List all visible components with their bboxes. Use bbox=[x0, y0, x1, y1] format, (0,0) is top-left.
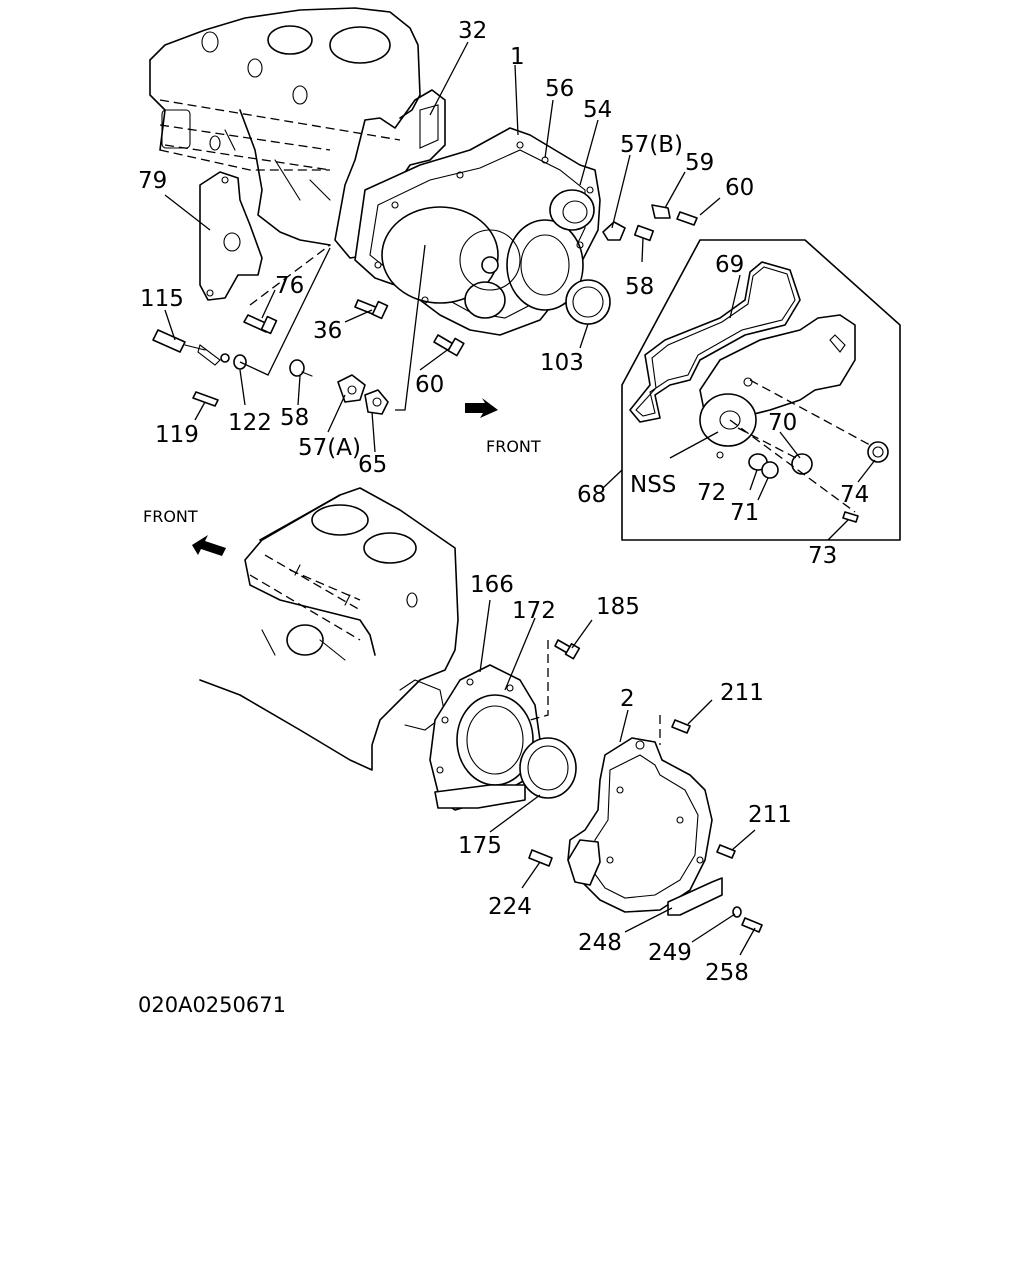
front-arrow-lower bbox=[192, 535, 226, 556]
cover-plate-248 bbox=[667, 877, 723, 916]
callout-1: 1 bbox=[510, 44, 525, 70]
callout-73: 73 bbox=[808, 543, 837, 569]
diagram-code: 020A0250671 bbox=[138, 993, 286, 1017]
oil-seal-103 bbox=[565, 279, 611, 325]
callout-54: 54 bbox=[583, 97, 612, 123]
bolt-211-upper bbox=[671, 719, 691, 734]
washer-249 bbox=[732, 906, 742, 918]
bolt-60-upper bbox=[676, 211, 698, 226]
callout-65: 65 bbox=[358, 452, 387, 478]
rear-oil-seal-retainer-166 bbox=[429, 664, 541, 811]
leader-lines bbox=[164, 41, 876, 956]
callout-103: 103 bbox=[540, 350, 584, 376]
bolt-76 bbox=[243, 314, 278, 335]
callout-74: 74 bbox=[840, 482, 869, 508]
callout-72: 72 bbox=[697, 480, 726, 506]
callout-258: 258 bbox=[705, 960, 749, 986]
callout-57b: 57(B) bbox=[620, 132, 683, 158]
guide-line bbox=[395, 244, 426, 411]
callout-175: 175 bbox=[458, 833, 502, 859]
bolt-60-lower bbox=[433, 334, 465, 357]
gasket-65 bbox=[364, 389, 389, 415]
oil-pump-inset-68 bbox=[621, 239, 901, 541]
plug-58-right bbox=[633, 224, 655, 242]
part-number-labels: 32 1 56 54 57(B) 59 60 58 103 79 76 36 6… bbox=[138, 18, 869, 1017]
lower-engine-block-outline bbox=[199, 487, 459, 771]
stud-224 bbox=[528, 849, 553, 867]
callout-2: 2 bbox=[620, 686, 635, 712]
callout-36: 36 bbox=[313, 318, 342, 344]
cover-57a bbox=[337, 374, 366, 403]
callout-76: 76 bbox=[275, 273, 304, 299]
front-arrow-upper bbox=[465, 398, 498, 418]
callout-79: 79 bbox=[138, 168, 167, 194]
clip-59 bbox=[651, 204, 671, 219]
sensor-115 bbox=[152, 329, 230, 366]
bolt-258 bbox=[741, 917, 763, 933]
callout-166: 166 bbox=[470, 572, 514, 598]
callout-68: 68 bbox=[577, 482, 606, 508]
upper-engine-block-outline bbox=[149, 7, 421, 246]
bolt-211-lower bbox=[716, 844, 736, 859]
guide-line bbox=[529, 640, 549, 721]
front-timing-case-1 bbox=[354, 127, 601, 336]
front-label-upper: FRONT bbox=[486, 437, 541, 456]
callout-60-lower: 60 bbox=[415, 372, 444, 398]
callout-211-upper: 211 bbox=[720, 680, 764, 706]
callout-249: 249 bbox=[648, 940, 692, 966]
plug-58-left bbox=[289, 359, 313, 377]
callout-32: 32 bbox=[458, 18, 487, 44]
oil-seal-175 bbox=[519, 737, 577, 799]
callout-58-left: 58 bbox=[280, 405, 309, 431]
callout-nss: NSS bbox=[630, 472, 676, 498]
bolt-36 bbox=[354, 299, 389, 320]
callout-119: 119 bbox=[155, 422, 199, 448]
callout-122: 122 bbox=[228, 410, 272, 436]
callout-172: 172 bbox=[512, 598, 556, 624]
callout-56: 56 bbox=[545, 76, 574, 102]
guide-line bbox=[239, 247, 331, 376]
callout-224: 224 bbox=[488, 894, 532, 920]
flywheel-housing-2 bbox=[567, 737, 713, 913]
callout-248: 248 bbox=[578, 930, 622, 956]
callout-59: 59 bbox=[685, 150, 714, 176]
callout-71: 71 bbox=[730, 500, 759, 526]
callout-58-right: 58 bbox=[625, 274, 654, 300]
callout-57a: 57(A) bbox=[298, 435, 361, 461]
front-label-lower: FRONT bbox=[143, 507, 198, 526]
callout-60-upper: 60 bbox=[725, 175, 754, 201]
plate-79 bbox=[199, 171, 263, 301]
callout-211-lower: 211 bbox=[748, 802, 792, 828]
callout-70: 70 bbox=[768, 410, 797, 436]
guide-line bbox=[249, 244, 331, 306]
callout-115: 115 bbox=[140, 286, 184, 312]
callout-69: 69 bbox=[715, 252, 744, 278]
clip-119 bbox=[192, 391, 219, 407]
callout-185: 185 bbox=[596, 594, 640, 620]
bolt-185 bbox=[554, 639, 581, 660]
cover-57b bbox=[602, 221, 626, 241]
